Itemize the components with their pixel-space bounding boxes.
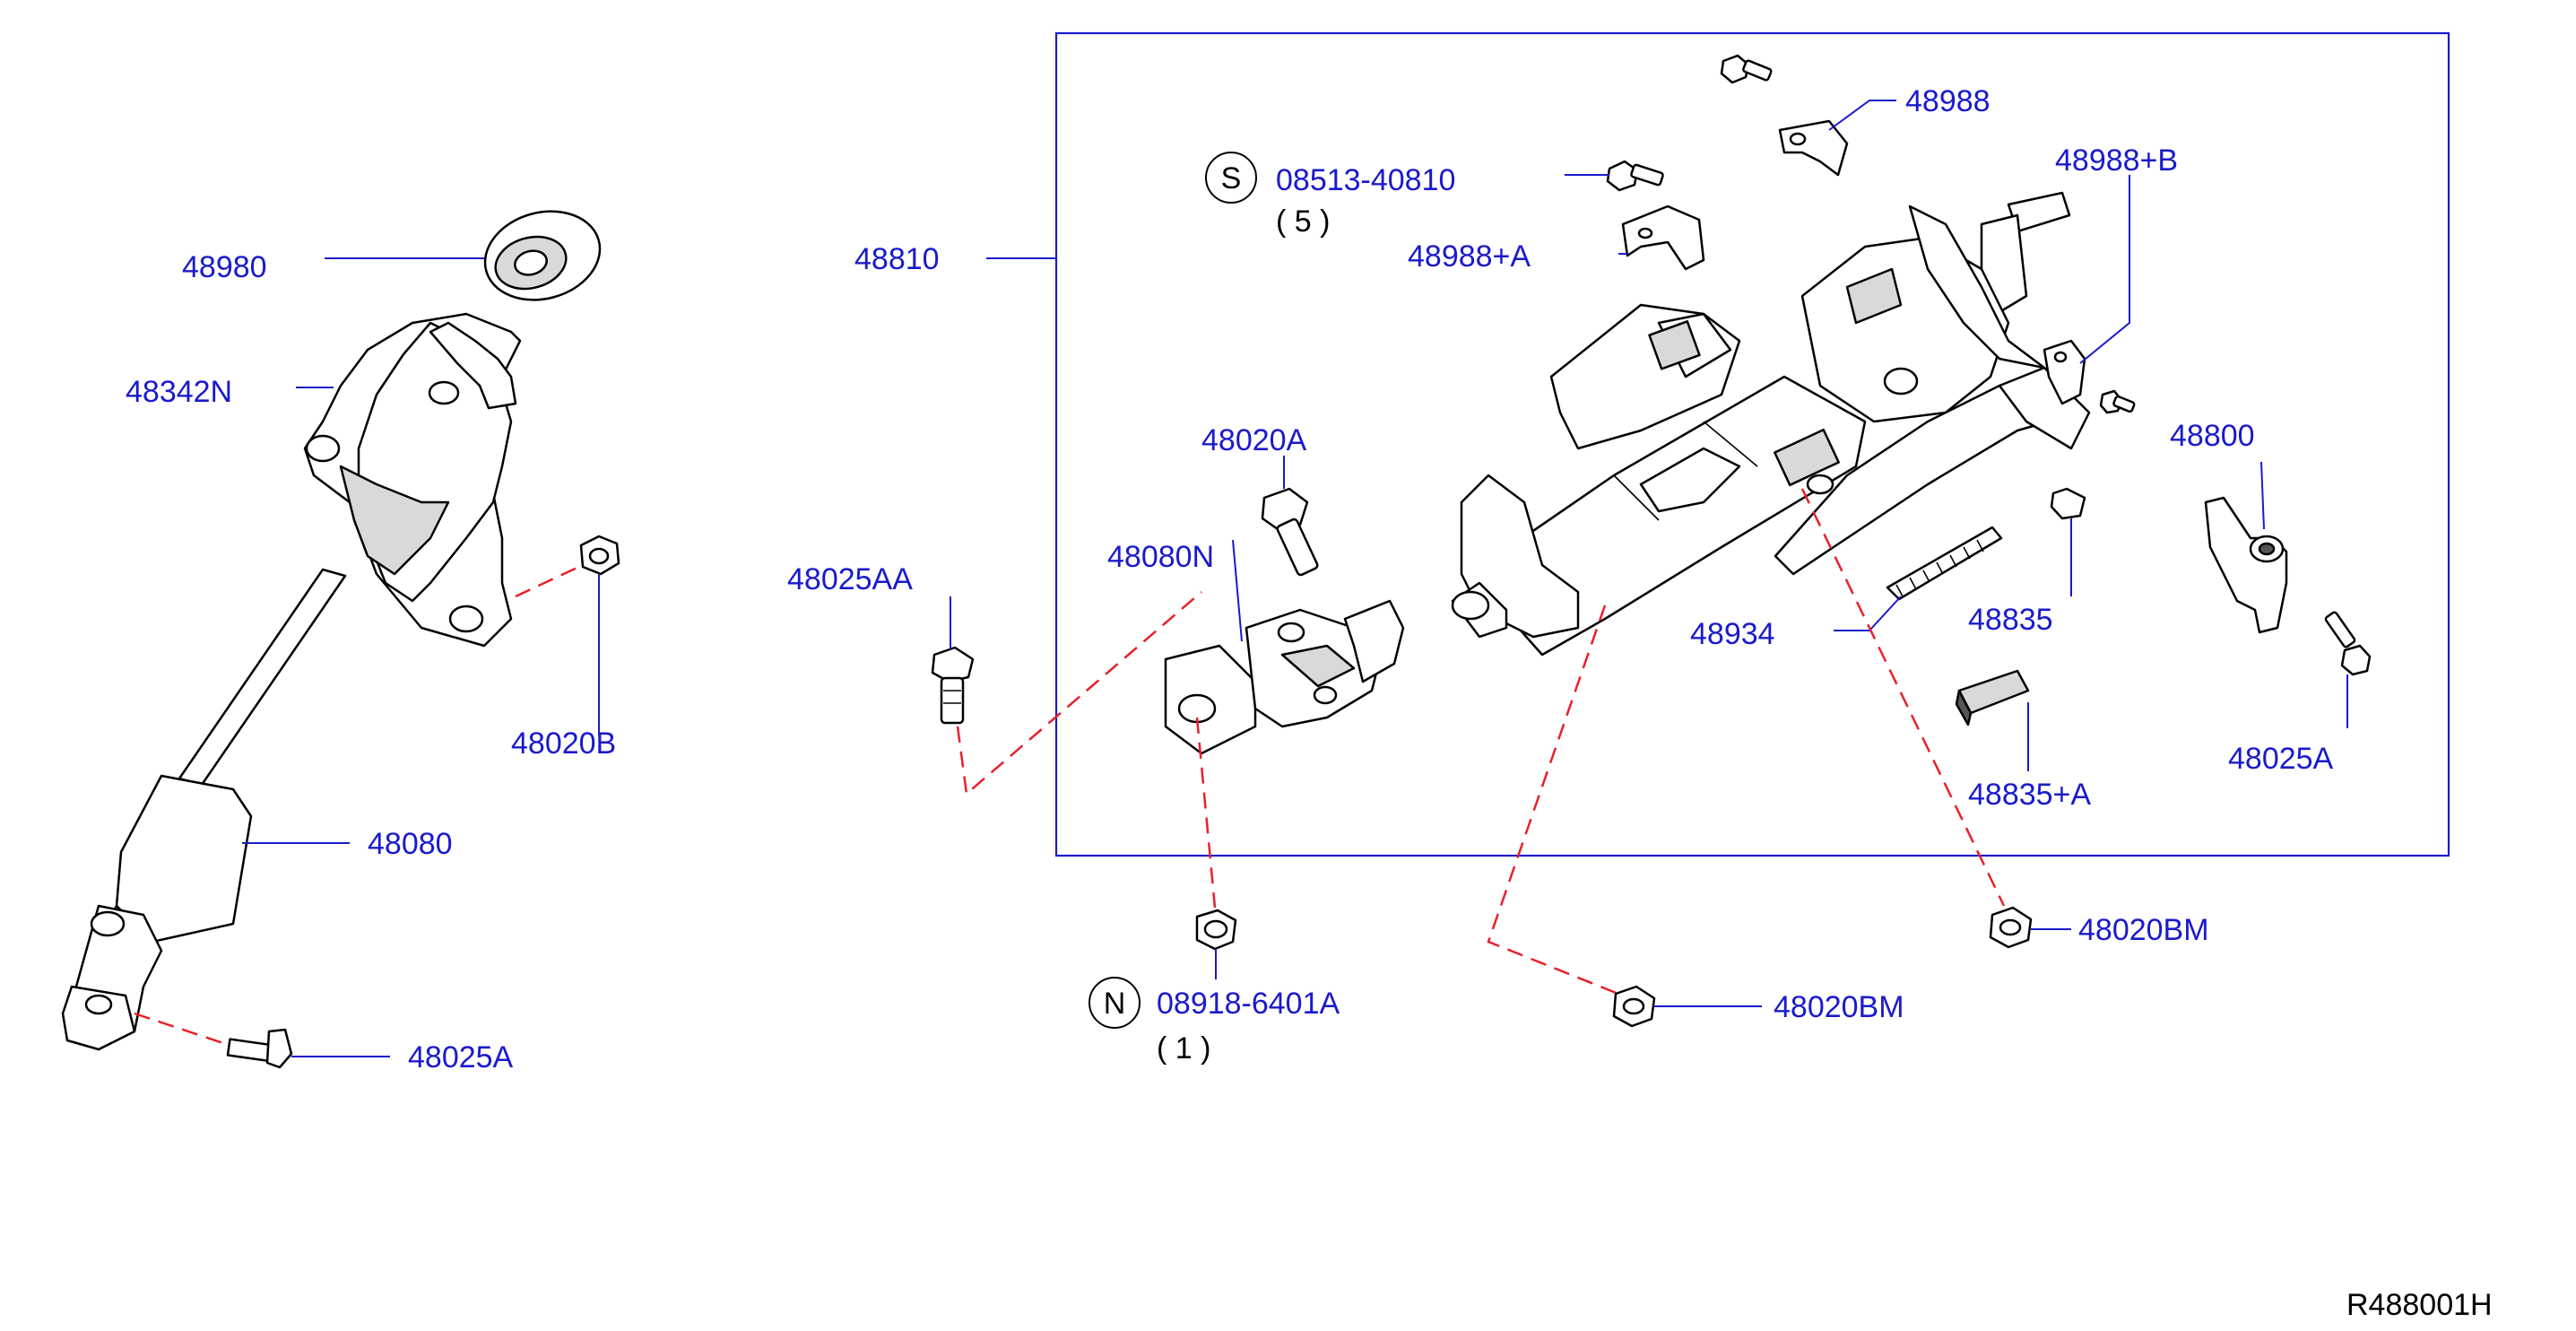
label-48020BM-bottom[interactable]: 48020BM — [1774, 990, 1904, 1024]
svg-text:S: S — [1221, 161, 1242, 196]
part-48810-steering-column[interactable] — [1451, 191, 2091, 657]
label-08918-6401A[interactable]: 08918-6401A — [1157, 987, 1340, 1021]
part-08918-6401A-nut[interactable] — [1195, 909, 1237, 951]
symbol-N-circle: N — [1089, 977, 1141, 1029]
part-48988B-screw[interactable] — [2099, 389, 2136, 414]
part-48020BM-nut-right[interactable] — [1989, 906, 2033, 949]
label-48020B[interactable]: 48020B — [511, 726, 616, 761]
label-48020A[interactable]: 48020A — [1201, 423, 1307, 457]
qty-08918-6401A: ( 1 ) — [1157, 1031, 1210, 1066]
part-08513-40810-bolt[interactable] — [1606, 160, 1664, 192]
label-48988[interactable]: 48988 — [1905, 84, 1991, 118]
label-48025AA[interactable]: 48025AA — [787, 562, 913, 596]
part-48080N-universal-joint[interactable] — [1164, 599, 1405, 755]
label-48080N[interactable]: 48080N — [1107, 540, 1214, 574]
symbol-S-circle: S — [1205, 152, 1257, 204]
part-48835-clip[interactable] — [2050, 487, 2086, 520]
label-48342N[interactable]: 48342N — [126, 375, 232, 409]
part-48934-spring[interactable] — [1886, 526, 2003, 601]
label-48988A[interactable]: 48988+A — [1408, 239, 1531, 274]
label-48934[interactable]: 48934 — [1690, 617, 1775, 651]
part-48342N-cover[interactable] — [303, 312, 522, 648]
part-48025A-bolt-right[interactable] — [2324, 611, 2372, 676]
part-48020A-bolt[interactable] — [1261, 487, 1319, 577]
part-48988-bolt[interactable] — [1720, 54, 1773, 84]
label-48025A-left[interactable]: 48025A — [408, 1040, 514, 1074]
part-48988B-bracket[interactable] — [2043, 339, 2086, 405]
part-48020BM-nut-bottom[interactable] — [1612, 985, 1656, 1028]
label-08513-40810[interactable]: 08513-40810 — [1276, 163, 1455, 197]
label-48988B[interactable]: 48988+B — [2055, 144, 2178, 178]
svg-text:N: N — [1104, 987, 1126, 1021]
label-48835A[interactable]: 48835+A — [1968, 778, 2091, 812]
label-48020BM-right[interactable]: 48020BM — [2078, 913, 2209, 947]
label-48980[interactable]: 48980 — [182, 250, 267, 284]
part-48835A-pad[interactable] — [1955, 669, 2030, 726]
part-48980-seal[interactable] — [475, 199, 610, 312]
part-48988A-bracket[interactable] — [1621, 204, 1705, 271]
part-48025A-bolt-left[interactable] — [226, 1028, 293, 1069]
label-48835[interactable]: 48835 — [1968, 603, 2053, 637]
label-48810[interactable]: 48810 — [854, 242, 940, 276]
part-48025AA-bolt[interactable] — [931, 646, 975, 725]
label-48025A-right[interactable]: 48025A — [2228, 742, 2334, 776]
qty-08513-40810: ( 5 ) — [1276, 204, 1330, 239]
label-48800[interactable]: 48800 — [2170, 419, 2255, 453]
label-48080[interactable]: 48080 — [368, 827, 453, 861]
diagram-reference-code: R488001H — [2346, 1288, 2493, 1322]
part-48020B-nut[interactable] — [579, 535, 620, 576]
assembly-frame — [1054, 31, 2450, 857]
part-48988-bracket[interactable] — [1778, 119, 1849, 177]
part-48800-lock[interactable] — [2204, 496, 2288, 634]
part-48080-intermediate-shaft[interactable] — [61, 568, 347, 1051]
